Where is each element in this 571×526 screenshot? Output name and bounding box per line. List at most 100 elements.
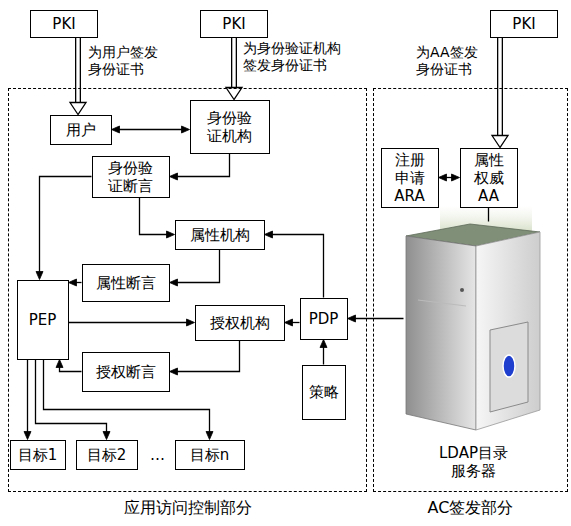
connector-line [323, 346, 324, 365]
region-caption: AC签发部分 [354, 498, 571, 517]
target-box: 目标n [175, 440, 245, 470]
target-box: 目标2 [76, 440, 138, 470]
target-box: 目标1 [10, 440, 66, 470]
connector-line [118, 129, 184, 130]
connector [170, 341, 240, 376]
arrowhead [112, 126, 120, 133]
connector [56, 360, 82, 372]
arrowhead [103, 432, 110, 440]
arrowhead [492, 136, 508, 148]
node-label: LDAP目录服务器 [434, 444, 514, 480]
process-box: PDP [300, 298, 348, 340]
region-caption: 应用访问控制部分 [0, 498, 386, 517]
node-label: 属性权威AA [467, 151, 511, 205]
node-label: PDP [309, 310, 339, 328]
connector-line [176, 341, 240, 372]
node-label: PKI [512, 15, 535, 33]
connector [320, 340, 327, 365]
node-label: 授权机构 [210, 314, 270, 332]
pki-box: PKI [200, 10, 268, 38]
process-box: 用户 [50, 115, 112, 145]
connector [69, 319, 195, 326]
connector-line [354, 318, 404, 319]
pki-box: PKI [490, 10, 558, 38]
annotation: 为用户签发身份证书 [88, 44, 168, 78]
arrowhead [170, 279, 178, 286]
process-box: 属性权威AA [460, 148, 518, 208]
process-box: 注册申请ARA [381, 148, 439, 208]
node-label: 目标n [190, 446, 230, 464]
arrowhead [167, 231, 175, 238]
connector [112, 126, 190, 133]
node-label: 策略 [309, 383, 339, 401]
connector [69, 279, 82, 286]
process-box: 属性机构 [175, 220, 265, 250]
node-label: PEP [29, 311, 57, 329]
assertion-box: 身份验证断言 [92, 156, 170, 198]
arrowhead [285, 319, 293, 326]
server-led [460, 288, 464, 292]
arrowhead [182, 126, 190, 133]
arrowhead [265, 231, 273, 238]
node-label: 身份验证断言 [108, 159, 154, 195]
annotation: 为AA签发身份证书 [416, 44, 490, 78]
ellipsis-mark: … [150, 446, 170, 464]
arrowhead [56, 360, 63, 368]
dashed-region: AC签发部分注册申请ARA属性权威AALDAP目录服务器 [373, 88, 568, 492]
server-side [476, 232, 540, 430]
arrowhead [170, 368, 178, 375]
double-line-inner [76, 38, 79, 104]
node-label: PKI [222, 15, 245, 33]
arrowhead [187, 319, 195, 326]
connector-line [176, 250, 220, 283]
connector [265, 231, 324, 298]
server-front [406, 236, 476, 430]
connector [140, 198, 175, 239]
connector [170, 154, 230, 181]
double-line-outer [75, 38, 81, 104]
node-label: PKI [52, 15, 75, 33]
arrowhead [206, 432, 213, 440]
server-illustration [406, 206, 540, 430]
connector-line [271, 235, 324, 298]
connector [170, 250, 220, 287]
connector-line [27, 360, 28, 434]
process-box: 授权机构 [195, 305, 285, 341]
pki-box: PKI [30, 10, 98, 38]
arrowhead [439, 174, 447, 181]
node-label: 注册申请ARA [388, 151, 432, 205]
connector-line [44, 360, 210, 434]
connector [285, 319, 300, 326]
node-label: 目标2 [87, 446, 127, 464]
double-line-inner [232, 38, 235, 89]
node-label: 属性机构 [190, 226, 250, 244]
arrowhead [348, 315, 356, 322]
annotation: 为身份验证机构签发身份证书 [243, 40, 347, 74]
server-card [490, 322, 528, 412]
process-box: PEP [17, 280, 69, 360]
connector [226, 38, 242, 100]
server-disk [503, 355, 515, 377]
connector [24, 360, 31, 440]
arrowhead [36, 272, 43, 280]
node-label: 身份验证机构 [203, 109, 257, 145]
arrowhead [69, 279, 77, 286]
arrowhead [70, 103, 86, 115]
node-label: 授权断言 [96, 363, 156, 381]
node-label: 属性断言 [96, 274, 156, 292]
connector [44, 360, 214, 440]
connector [348, 315, 404, 322]
connector-line [176, 154, 230, 177]
connector [70, 38, 86, 115]
node-label: 目标1 [18, 446, 58, 464]
arrowhead [320, 340, 327, 348]
connector-line [140, 198, 169, 235]
connector-line [488, 208, 489, 222]
arrowhead [24, 432, 31, 440]
node-label: 用户 [66, 121, 96, 139]
connector [439, 174, 460, 181]
arrowhead [170, 173, 178, 180]
server-slot [418, 300, 466, 306]
connector [492, 38, 508, 148]
connector-line [40, 177, 92, 274]
